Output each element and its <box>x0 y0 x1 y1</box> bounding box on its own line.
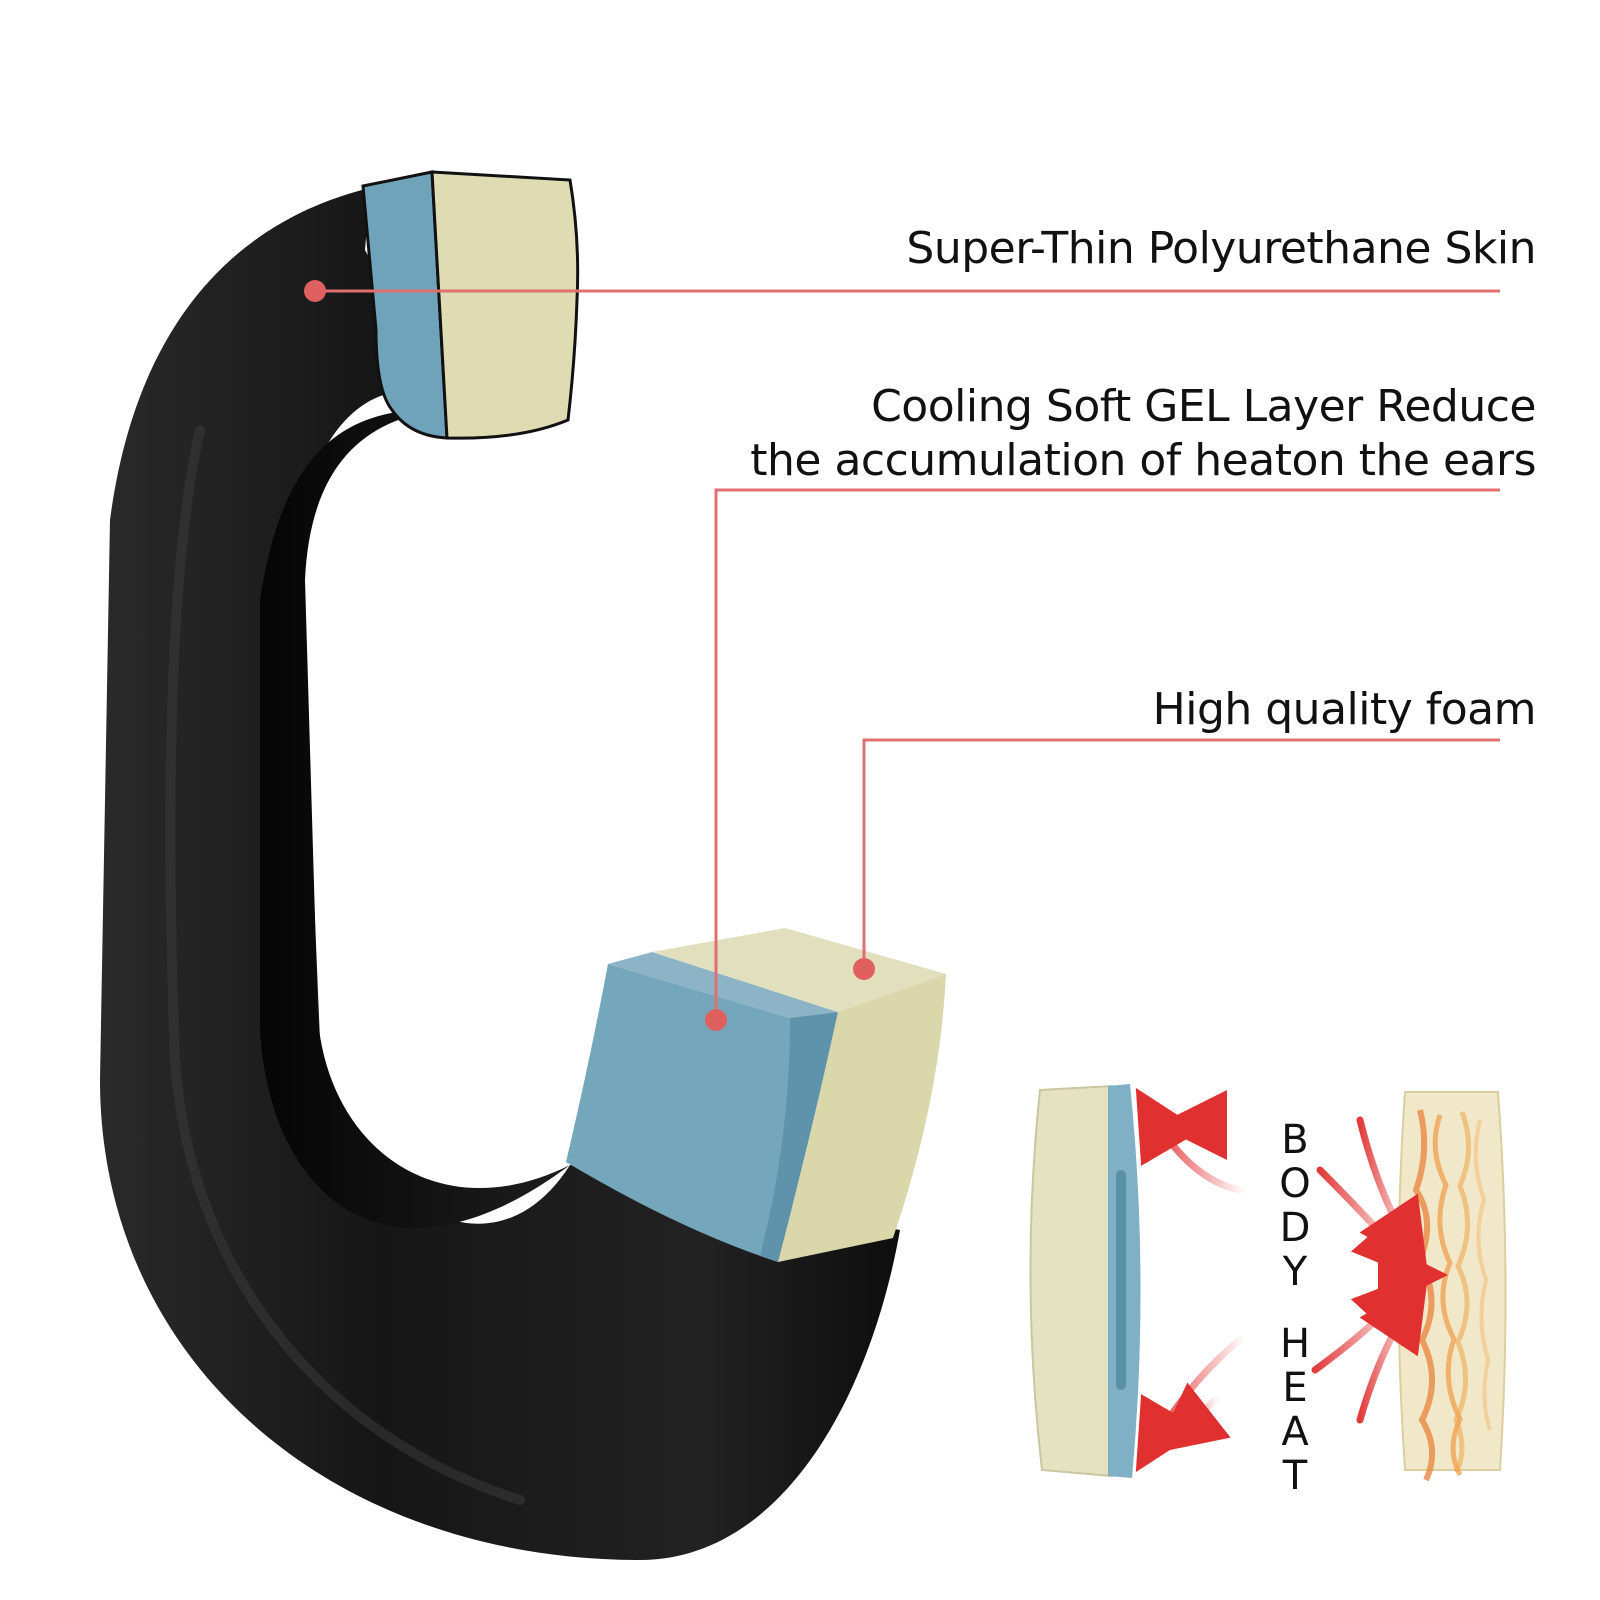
cushion-highlight <box>165 425 525 1505</box>
callout-gel-label-line-2: the accumulation of heaton the ears <box>750 435 1536 486</box>
top-section-foam <box>430 170 580 440</box>
heat-letter: A <box>1281 1409 1309 1455</box>
callout-skin-dot <box>304 280 326 302</box>
heat-arrow-icon <box>1311 1116 1448 1424</box>
heat-letter: H <box>1279 1321 1311 1367</box>
callout-gel <box>705 488 1500 1031</box>
callout-gel-label-line-1: Cooling Soft GEL Layer Reduce <box>871 381 1536 432</box>
heat-vertical-word: H E A T <box>1271 1322 1319 1498</box>
left-pad-gel-groove <box>1116 1170 1126 1390</box>
left-pad-foam <box>1029 1084 1113 1478</box>
callout-skin <box>304 280 1500 302</box>
cushion-inner-wall <box>260 409 570 1228</box>
cooling-arrow-icon <box>1135 1087 1244 1473</box>
ear-cushion-cutaway-icon <box>100 170 946 1560</box>
callout-gel-label: Cooling Soft GEL Layer Reduce the accumu… <box>750 380 1536 488</box>
body-letter: Y <box>1282 1249 1308 1295</box>
callout-skin-label: Super-Thin Polyurethane Skin <box>906 223 1536 274</box>
body-letter: O <box>1279 1161 1311 1207</box>
bottom-section-foam-face <box>778 974 946 1262</box>
heat-diagram <box>1029 1084 1507 1482</box>
body-letter: D <box>1279 1205 1311 1251</box>
bottom-section-gel-edge <box>760 1012 838 1262</box>
body-letter: B <box>1281 1117 1309 1163</box>
bottom-section-gel-top <box>608 952 838 1018</box>
callout-gel-dot <box>705 1009 727 1031</box>
callout-foam-label: High quality foam <box>1152 684 1537 735</box>
bottom-section-foam-top <box>652 928 946 1012</box>
heat-letter: E <box>1282 1365 1308 1411</box>
callout-foam <box>853 738 1500 980</box>
bottom-section-gel-face <box>566 964 838 1262</box>
callout-foam-dot <box>853 958 875 980</box>
top-section-gel <box>361 170 449 440</box>
right-pad-foam <box>1397 1091 1507 1471</box>
heat-letter: T <box>1282 1453 1308 1499</box>
body-vertical-word: B O D Y <box>1271 1118 1319 1294</box>
